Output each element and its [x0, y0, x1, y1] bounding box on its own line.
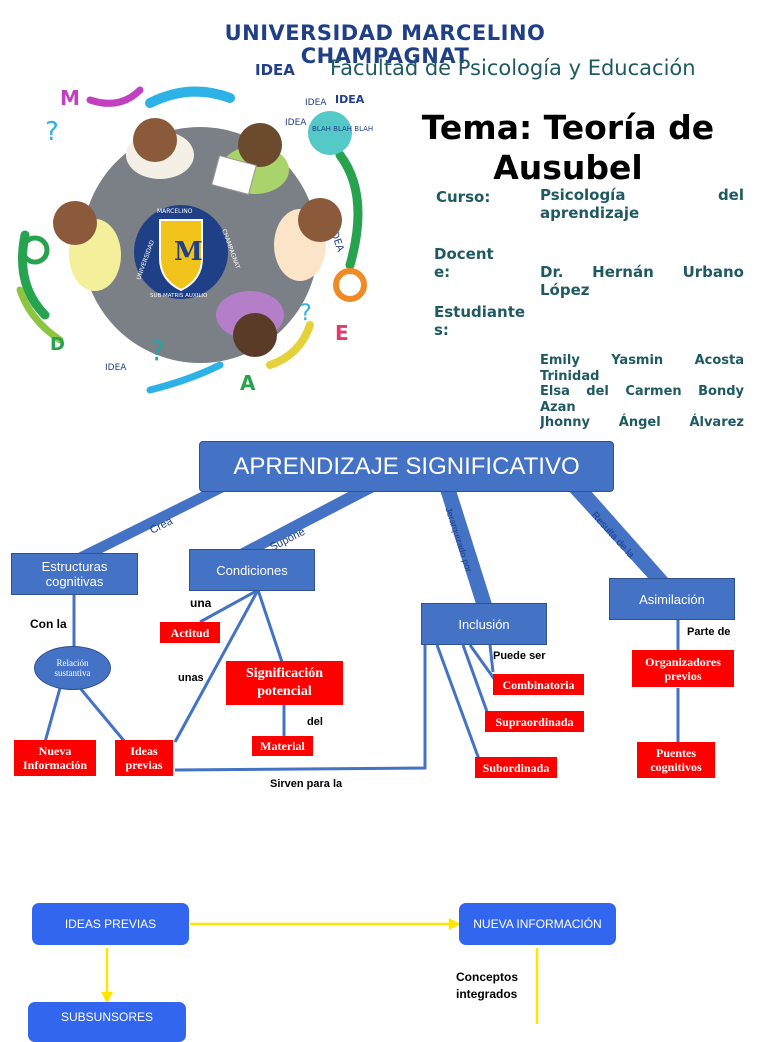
node-estructuras-cognitivas: Estructuras cognitivas [11, 553, 138, 595]
line [468, 644, 497, 681]
node-organizadores-previos: Organizadores previos [632, 650, 734, 687]
course-label: Curso: [436, 188, 491, 206]
line [488, 644, 495, 673]
link-label-unas: unas [178, 672, 204, 684]
question-mark-icon: ? [45, 117, 59, 147]
link-label-sirven: Sirven para la [270, 778, 343, 790]
node-asimilacion: Asimilación [609, 578, 735, 620]
line [256, 589, 284, 663]
link-label-una: una [190, 596, 212, 610]
student-name: Jhonny Ángel Álvarez [540, 415, 744, 430]
seal-top-text: MARCELINO [157, 208, 193, 215]
line [173, 589, 260, 743]
flow-nueva-informacion: NUEVA INFORMACIÓN [459, 903, 616, 945]
question-mark-icon: ? [300, 301, 312, 326]
connector-estructuras [72, 490, 228, 556]
node-combinatoria: Combinatoria [493, 674, 584, 695]
link-label-parte-de: Parte de [687, 626, 731, 638]
doodle-word: BLAH BLAH BLAH [312, 125, 373, 133]
students-label: Estudiante s: [434, 303, 526, 339]
faculty-name: Facultad de Psicología y Educación [330, 56, 696, 80]
doodle-word: IDEA [285, 118, 307, 128]
flow-subsunsores: SUBSUNSORES [28, 1002, 186, 1042]
student-name: Elsa del Carmen Bondy Azan [540, 384, 744, 415]
doodle-word: IDEA [255, 61, 295, 79]
line [43, 687, 62, 743]
doodle-word: IDEA [335, 93, 365, 106]
course-value: Psicología del aprendizaje [540, 186, 744, 222]
node-puentes-cognitivos: Puentes cognitivos [637, 742, 715, 778]
line [78, 687, 127, 743]
seal-monogram: M [174, 237, 203, 267]
student-top-right [211, 123, 289, 196]
line [435, 644, 482, 763]
paint-stroke-icon [86, 86, 144, 107]
university-name: UNIVERSIDAD MARCELINO CHAMPAGNAT [224, 21, 546, 68]
topic-title: Tema: Teoría de Ausubel [421, 108, 715, 187]
paint-stroke-icon [146, 361, 224, 394]
node-condiciones: Condiciones [189, 549, 315, 591]
line [174, 645, 427, 772]
spiral-icon [333, 268, 367, 302]
paint-stroke-icon [266, 321, 314, 369]
question-mark-icon: ? [150, 334, 165, 367]
student-right [274, 198, 342, 281]
teacher-value: Dr. Hernán Urbano López [540, 263, 744, 299]
link-label-del: del [307, 716, 323, 728]
letter-a-icon: A [240, 371, 256, 395]
link-label-con-la: Con la [30, 617, 67, 631]
node-inclusion: Inclusión [421, 603, 547, 645]
connector-inclusion [440, 490, 492, 604]
seal-bottom-text: SUB MATRIS AUXILIO [150, 293, 208, 299]
flow-ideas-previas: IDEAS PREVIAS [32, 903, 189, 945]
letter-d-icon: D [50, 334, 65, 355]
arrow-head [448, 917, 461, 931]
spiral-icon [20, 235, 50, 265]
node-material: Material [252, 736, 313, 756]
student-left [53, 201, 121, 291]
concept-root: APRENDIZAJE SIGNIFICATIVO [199, 441, 614, 492]
paint-stroke-icon [16, 286, 64, 344]
students-list: Emily Yasmin Acosta Trinidad Elsa del Ca… [540, 353, 744, 431]
letter-e-icon: E [335, 321, 349, 345]
arrow-head [100, 991, 114, 1004]
node-relacion-sustantiva: Relación sustantiva [34, 646, 111, 690]
node-nueva-informacion: Nueva Información [14, 740, 96, 776]
node-supraordinada: Supraordinada [485, 711, 584, 732]
node-actitud: Actitud [160, 622, 220, 643]
teacher-label: Docent e: [434, 245, 494, 281]
letter-m-icon: M [60, 86, 80, 110]
link-label-puede-ser: Puede ser [493, 650, 546, 662]
university-seal: M MARCELINO UNIVERSIDAD CHAMPAGNAT SUB M… [134, 205, 241, 299]
doodle-word: IDEA [305, 98, 327, 108]
flow-conceptos-integrados: Conceptos integrados [456, 970, 519, 1001]
paint-stroke-icon [145, 86, 235, 108]
student-name: Emily Yasmin Acosta Trinidad [540, 353, 744, 384]
node-significacion-potencial: Significación potencial [226, 661, 343, 705]
node-ideas-previas: Ideas previas [115, 740, 173, 776]
study-group-illustration: ? ? ? M E A D IDEA IDEA IDEA IDEA BLAH B… [16, 61, 373, 395]
line [461, 644, 492, 721]
speech-bubble-icon [308, 111, 352, 155]
line [199, 588, 259, 624]
doodle-word: IDEA [105, 363, 127, 373]
connector-condiciones [238, 490, 378, 550]
connector-asimilacion [568, 490, 668, 578]
paint-stroke-icon [335, 150, 363, 270]
node-subordinada: Subordinada [475, 757, 557, 778]
student-bottom [216, 291, 284, 357]
student-top [126, 118, 194, 179]
